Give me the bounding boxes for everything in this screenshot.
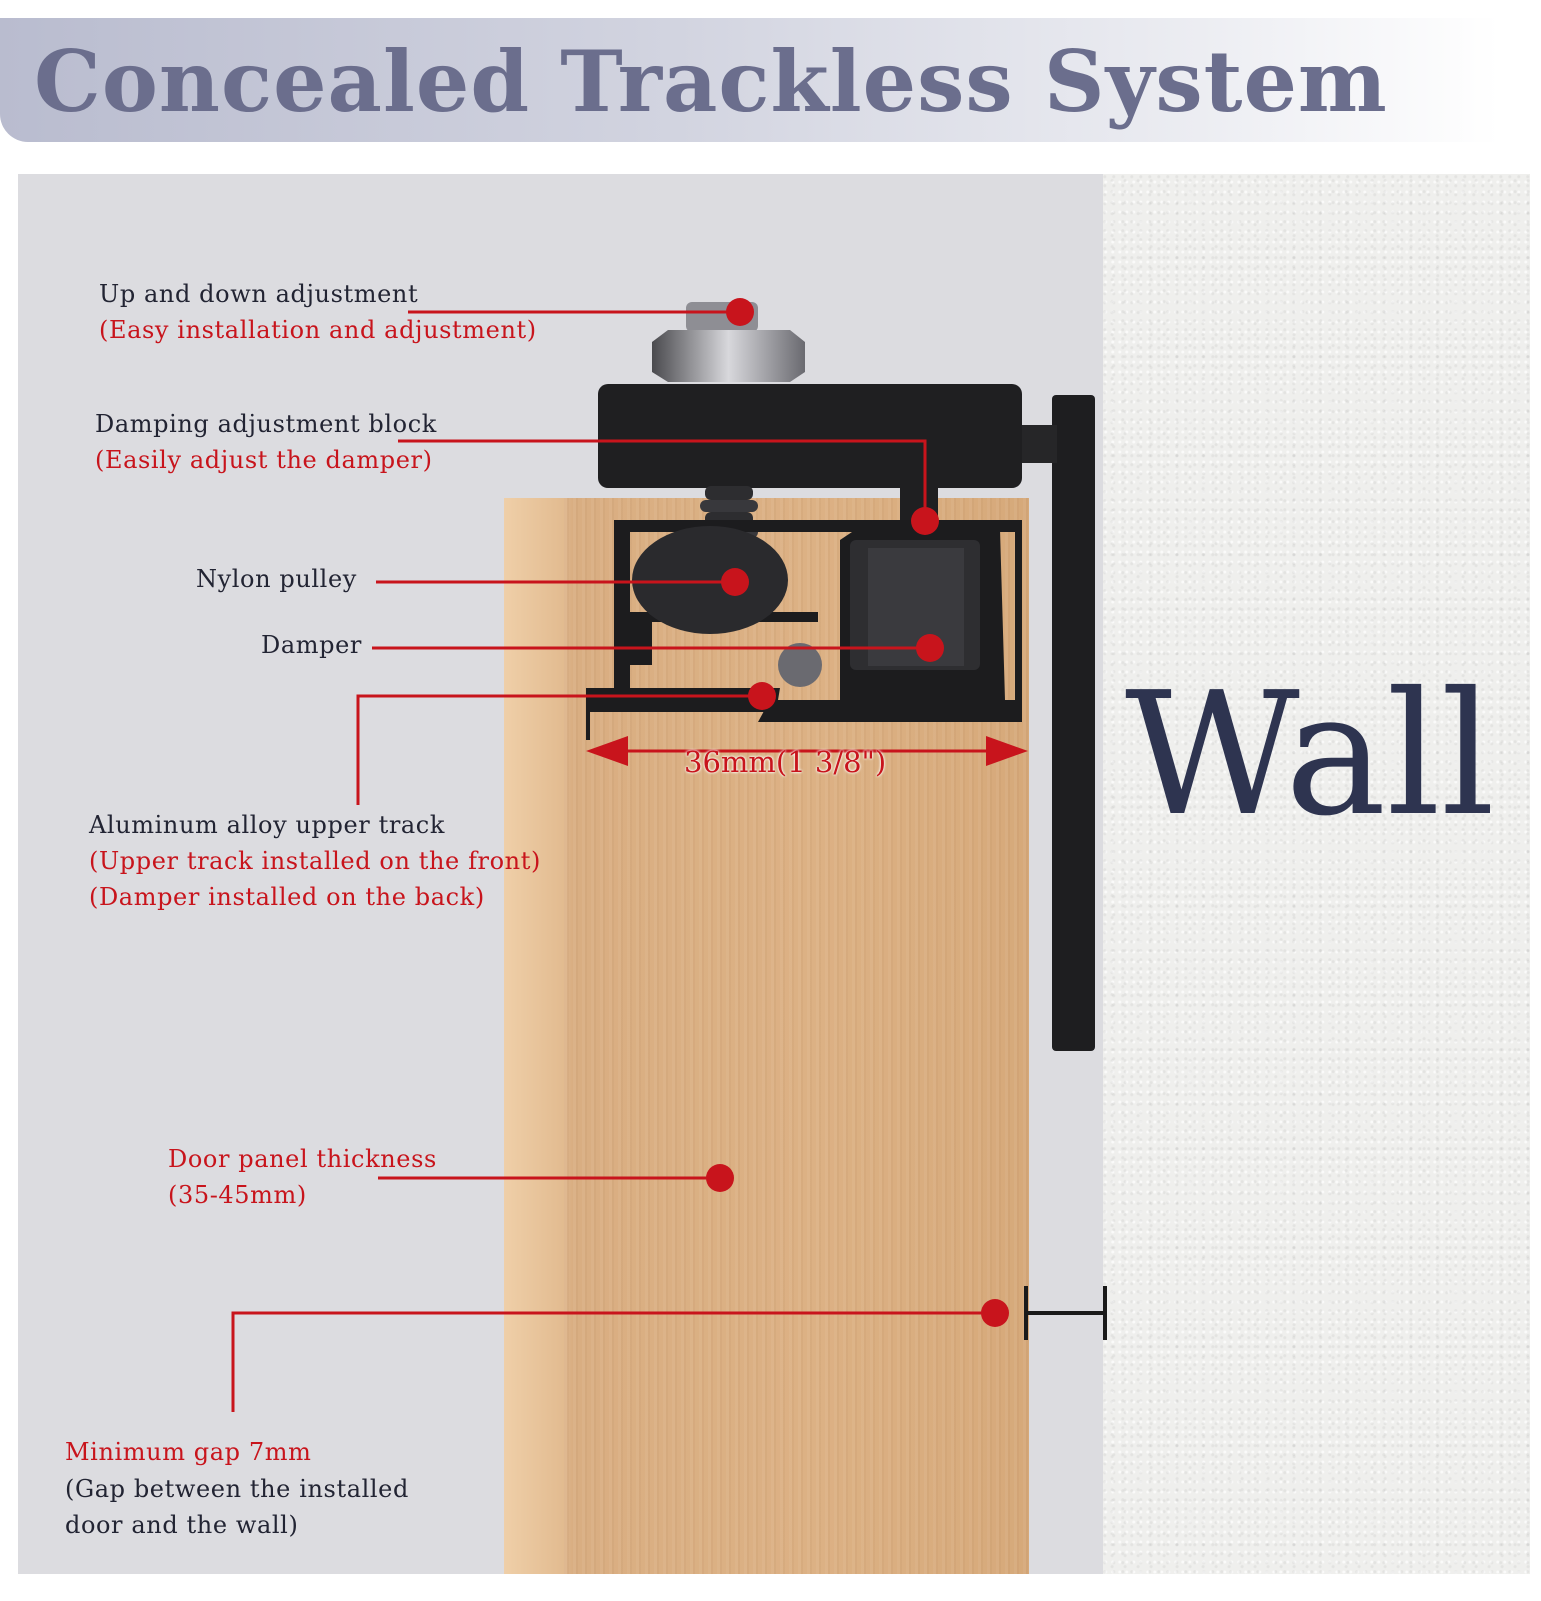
wall-label: Wall bbox=[1125, 656, 1496, 854]
label-min-gap-title: Minimum gap 7mm bbox=[65, 1438, 312, 1466]
title-banner: Concealed Trackless System bbox=[0, 18, 1500, 142]
damper-body bbox=[850, 540, 980, 670]
label-upper-track-detail-1: (Upper track installed on the front) bbox=[89, 847, 541, 875]
label-min-gap-detail-1: (Gap between the installed bbox=[65, 1475, 409, 1503]
label-min-gap-detail-2: door and the wall) bbox=[65, 1511, 299, 1539]
hanger-block bbox=[598, 384, 1022, 532]
label-upper-track-detail-2: (Damper installed on the back) bbox=[89, 883, 485, 911]
label-upper-track-title: Aluminum alloy upper track bbox=[89, 811, 445, 839]
gap-marker bbox=[1024, 1286, 1107, 1340]
label-nylon-pulley: Nylon pulley bbox=[196, 565, 357, 593]
wall-surface bbox=[1103, 174, 1530, 1574]
label-door-thickness-title: Door panel thickness bbox=[168, 1145, 437, 1173]
page-title: Concealed Trackless System bbox=[34, 32, 1388, 131]
callout-dots bbox=[706, 298, 1009, 1327]
label-damping-block-title: Damping adjustment block bbox=[95, 410, 437, 438]
label-up-down-title: Up and down adjustment bbox=[99, 280, 419, 308]
label-damping-block-detail: (Easily adjust the damper) bbox=[95, 446, 433, 474]
label-door-thickness-detail: (35-45mm) bbox=[168, 1181, 307, 1209]
callout-lines bbox=[231, 310, 995, 1412]
pulley-wheel bbox=[778, 643, 822, 687]
nylon-pulley bbox=[632, 526, 788, 634]
door-edge bbox=[504, 498, 564, 1574]
wall-bracket bbox=[1015, 395, 1095, 1051]
diagram-panel bbox=[18, 174, 1530, 1574]
label-up-down-detail: (Easy installation and adjustment) bbox=[99, 316, 537, 344]
dimension-label: 36mm(1 3/8") bbox=[684, 745, 887, 779]
label-damper: Damper bbox=[261, 631, 362, 659]
